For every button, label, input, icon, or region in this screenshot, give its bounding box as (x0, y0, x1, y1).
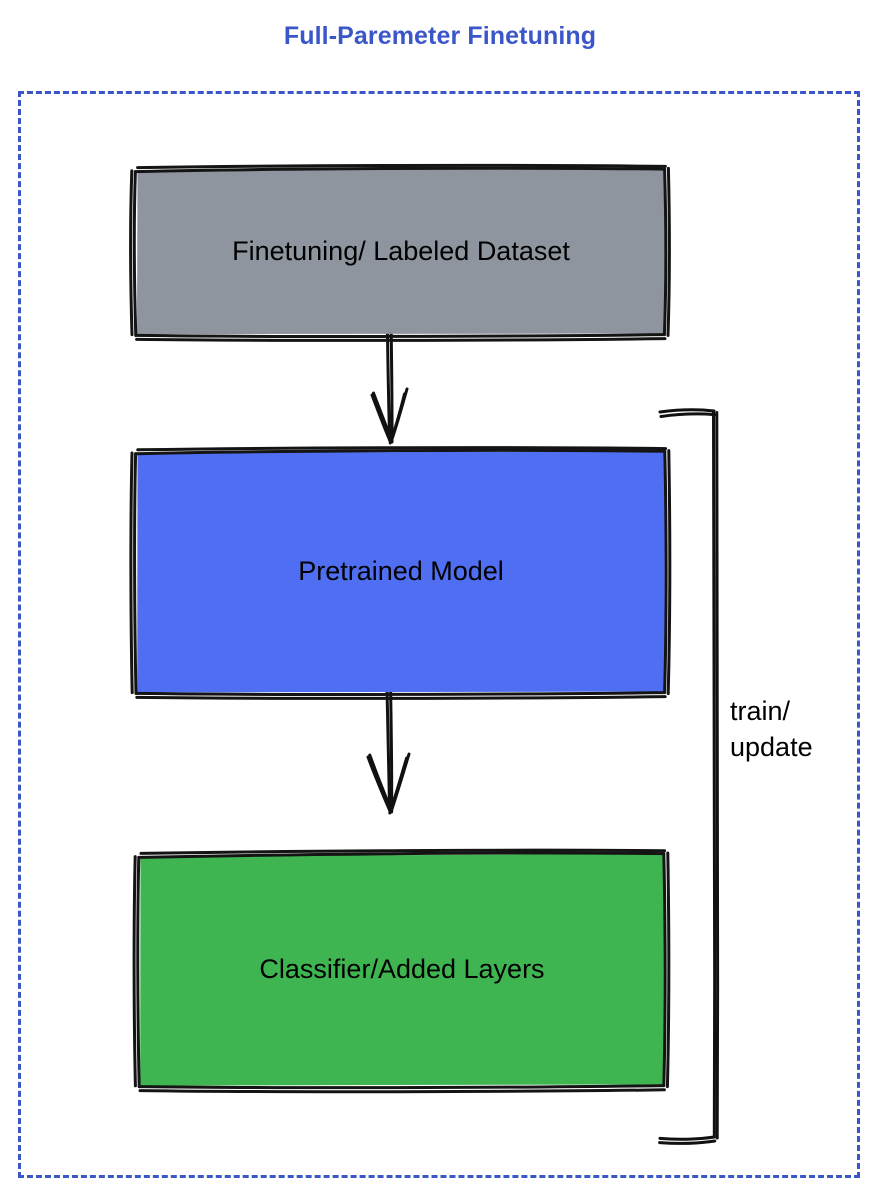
node-pretrained-label: Pretrained Model (298, 556, 504, 587)
node-dataset-label: Finetuning/ Labeled Dataset (232, 236, 570, 267)
feedback-loop-label: train/ update (730, 694, 860, 765)
feedback-loop-label-line2: update (730, 731, 813, 762)
feedback-loop-label-line1: train/ (730, 696, 791, 726)
node-classifier-added-layers[interactable]: Classifier/Added Layers (132, 848, 671, 1094)
node-finetuning-labeled-dataset[interactable]: Finetuning/ Labeled Dataset (129, 163, 671, 342)
page-title: Full-Paremeter Finetuning (283, 22, 597, 50)
node-pretrained-model[interactable]: Pretrained Model (129, 446, 672, 700)
node-classifier-label: Classifier/Added Layers (259, 954, 545, 985)
diagram-frame (18, 91, 860, 1178)
